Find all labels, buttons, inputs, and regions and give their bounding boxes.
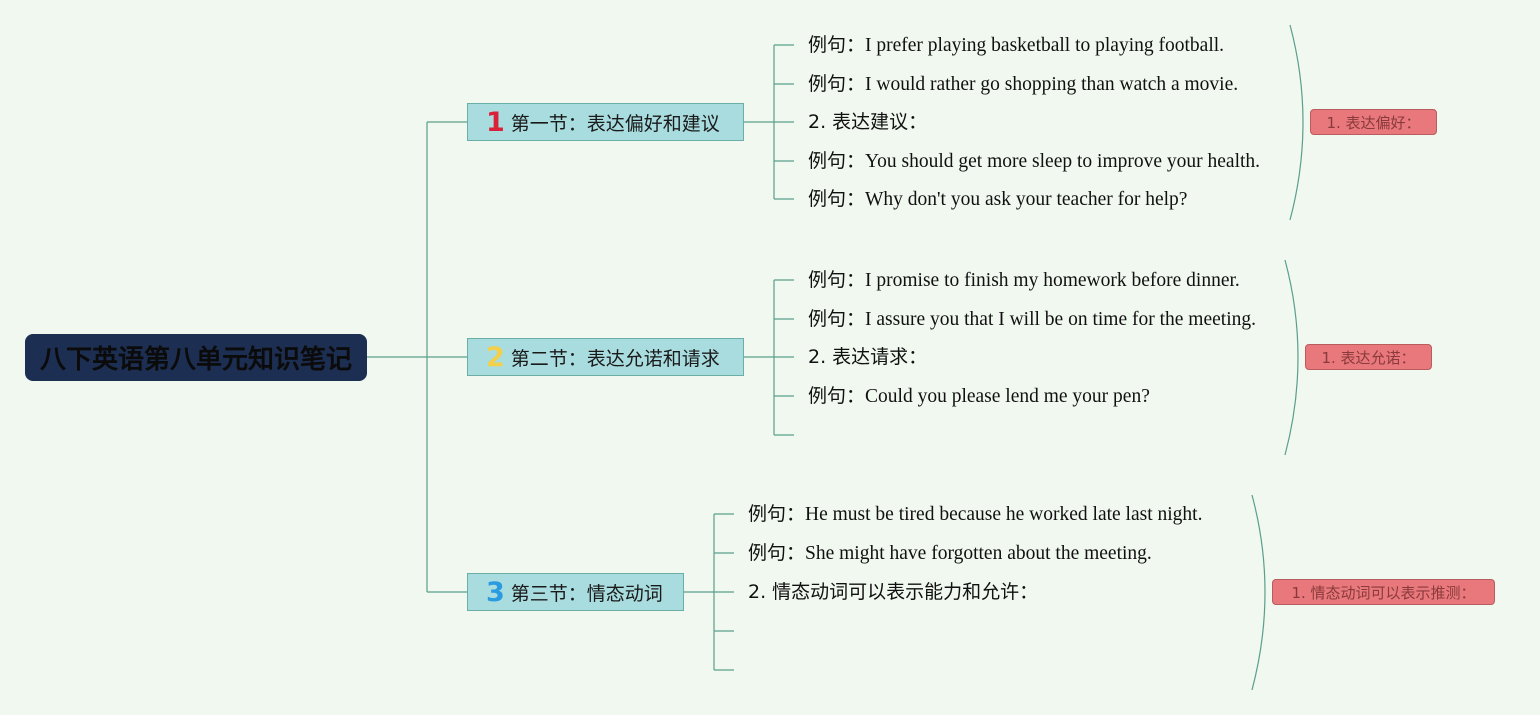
- leaf-item[interactable]: 例句：You should get more sleep to improve …: [808, 146, 1260, 176]
- leaf-text: He must be tired because he worked late …: [805, 504, 1203, 525]
- summary-tag[interactable]: 1. 情态动词可以表示推测：: [1272, 579, 1495, 605]
- section-2-connector: [744, 279, 794, 436]
- leaf-text: I would rather go shopping than watch a …: [865, 74, 1239, 95]
- section-number-badge: 2: [486, 341, 505, 373]
- section-number-badge: 1: [486, 106, 505, 138]
- leaf-text: Could you please lend me your pen?: [865, 386, 1150, 407]
- leaf-text: She might have forgotten about the meeti…: [805, 543, 1152, 564]
- leaf-text: You should get more sleep to improve you…: [865, 151, 1261, 172]
- leaf-item[interactable]: 例句：Could you please lend me your pen?: [808, 381, 1150, 411]
- leaf-text: I prefer playing basketball to playing f…: [865, 35, 1225, 56]
- leaf-item[interactable]: 例句：I prefer playing basketball to playin…: [808, 30, 1224, 60]
- leaf-prefix: 2. 情态动词可以表示能力和允许：: [748, 581, 1039, 603]
- leaf-text: I assure you that I will be on time for …: [865, 309, 1256, 330]
- leaf-prefix: 2. 表达建议：: [808, 111, 928, 133]
- summary-brace-2: [1284, 259, 1299, 456]
- section-1-topic[interactable]: 1 第一节：表达偏好和建议: [467, 103, 744, 141]
- section-title: 第二节：表达允诺和请求: [510, 347, 720, 370]
- leaf-item[interactable]: 2. 表达建议：: [808, 107, 927, 137]
- root-connector: [367, 121, 467, 593]
- leaf-prefix: 例句：: [808, 385, 866, 407]
- leaf-prefix: 例句：: [748, 542, 806, 564]
- leaf-prefix: 例句：: [808, 34, 866, 56]
- summary-tag-label: 1. 表达偏好：: [1326, 113, 1421, 132]
- root-topic[interactable]: 八下英语第八单元知识笔记: [25, 334, 367, 381]
- section-3-connector: [684, 513, 734, 671]
- leaf-item[interactable]: 例句：She might have forgotten about the me…: [748, 538, 1152, 568]
- leaf-item[interactable]: 例句：I would rather go shopping than watch…: [808, 69, 1238, 99]
- leaf-item[interactable]: 2. 情态动词可以表示能力和允许：: [748, 577, 1038, 607]
- section-title: 第三节：情态动词: [510, 582, 663, 605]
- section-3-topic[interactable]: 3 第三节：情态动词: [467, 573, 684, 611]
- summary-brace-1: [1289, 24, 1304, 221]
- root-title: 八下英语第八单元知识笔记: [39, 345, 352, 375]
- section-title: 第一节：表达偏好和建议: [510, 112, 720, 135]
- summary-tag[interactable]: 1. 表达允诺：: [1305, 344, 1432, 370]
- leaf-prefix: 例句：: [748, 503, 806, 525]
- summary-brace-3: [1251, 494, 1266, 691]
- leaf-prefix: 例句：: [808, 308, 866, 330]
- leaf-prefix: 例句：: [808, 188, 866, 210]
- section-1-connector: [744, 44, 794, 200]
- leaf-text: Why don't you ask your teacher for help?: [865, 189, 1188, 210]
- leaf-item[interactable]: 例句：I promise to finish my homework befor…: [808, 265, 1240, 295]
- leaf-text: I promise to finish my homework before d…: [865, 270, 1240, 291]
- leaf-item[interactable]: 2. 表达请求：: [808, 342, 927, 372]
- leaf-item[interactable]: 例句：Why don't you ask your teacher for he…: [808, 184, 1187, 214]
- leaf-prefix: 例句：: [808, 73, 866, 95]
- section-2-topic[interactable]: 2 第二节：表达允诺和请求: [467, 338, 744, 376]
- section-number-badge: 3: [486, 576, 505, 608]
- leaf-item[interactable]: 例句：He must be tired because he worked la…: [748, 499, 1202, 529]
- leaf-prefix: 例句：: [808, 269, 866, 291]
- summary-tag-label: 1. 情态动词可以表示推测：: [1291, 583, 1476, 602]
- summary-tag-label: 1. 表达允诺：: [1321, 348, 1416, 367]
- leaf-item[interactable]: 例句：I assure you that I will be on time f…: [808, 304, 1256, 334]
- leaf-prefix: 例句：: [808, 150, 866, 172]
- summary-tag[interactable]: 1. 表达偏好：: [1310, 109, 1437, 135]
- leaf-prefix: 2. 表达请求：: [808, 346, 928, 368]
